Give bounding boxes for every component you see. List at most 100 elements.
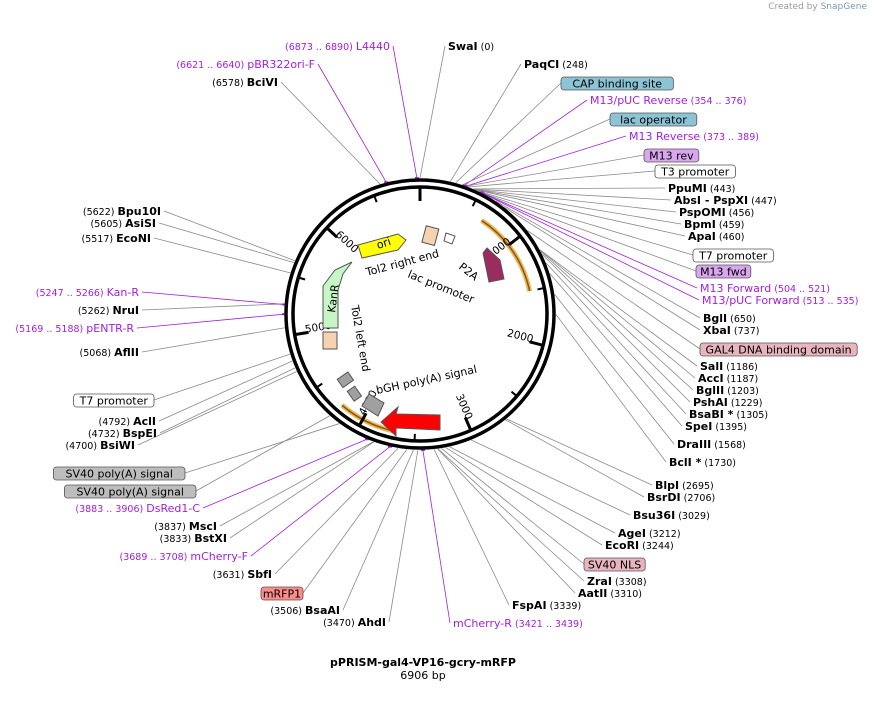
spei-name: SpeI bbox=[685, 420, 712, 433]
bsabi-text: BsaBI * (1305) bbox=[689, 408, 768, 421]
p2a-arrow bbox=[482, 247, 505, 283]
mcherry-f-text: (3689 .. 3708) mCherry-F bbox=[120, 550, 248, 563]
tick-mark-3000 bbox=[463, 416, 473, 431]
bcivi-label: (6578) BciVI bbox=[212, 76, 278, 89]
acci-leader bbox=[539, 249, 696, 379]
aflii-pos: (5068) bbox=[80, 348, 115, 359]
msci-leader bbox=[219, 441, 374, 527]
bgli-leader bbox=[495, 200, 701, 319]
aflii-text: (5068) AflII bbox=[80, 346, 139, 359]
msci-text: (3837) MscI bbox=[154, 520, 217, 533]
sali-pos: (1186) bbox=[723, 362, 758, 373]
bglii-leader bbox=[540, 251, 694, 391]
t7-promoter-feature-name: T7 promoter bbox=[79, 395, 149, 408]
blpi-label: BlpI (2695) bbox=[655, 479, 714, 492]
pshai-text: PshAI (1229) bbox=[693, 396, 762, 409]
l4440-name: L4440 bbox=[356, 40, 390, 53]
apai-leader bbox=[475, 189, 686, 237]
ahdi-label: (3470) AhdI bbox=[323, 616, 386, 629]
ecori-leader bbox=[445, 447, 603, 546]
bglii-label: BglII (1203) bbox=[696, 384, 759, 397]
apai-pos: (460) bbox=[716, 232, 745, 243]
mcherry-r-label: mCherry-R (3421 .. 3439) bbox=[453, 617, 583, 630]
pentr-r-leader bbox=[136, 313, 285, 329]
sbfi-label: (3631) SbfI bbox=[213, 568, 272, 581]
bsrdi-label: BsrDI (2706) bbox=[647, 491, 715, 504]
ppumi-pos: (443) bbox=[707, 184, 736, 195]
bcli-name: BclI bbox=[669, 456, 692, 469]
m13-rev-leader bbox=[466, 154, 645, 187]
draiii-leader bbox=[554, 294, 675, 445]
bsaai-label: (3506) BsaAI bbox=[270, 604, 340, 617]
fspai-pos: (3339) bbox=[547, 601, 582, 612]
bcivi-name: BciVI bbox=[247, 76, 278, 89]
absi-sep: - bbox=[701, 194, 713, 207]
kan-r-name: Kan-R bbox=[107, 286, 140, 299]
snapgene-credit: Created by SnapGene bbox=[768, 2, 867, 12]
bstxi-pos: (3833) bbox=[160, 534, 195, 545]
agei-text: AgeI (3212) bbox=[618, 527, 681, 540]
bsrdi-name: BsrDI bbox=[647, 491, 681, 504]
pshai-pos: (1229) bbox=[728, 398, 763, 409]
m13-forward-name: M13 Forward bbox=[700, 282, 771, 295]
fspai-leader bbox=[433, 449, 510, 606]
pentr-r-pos: (5169 .. 5188) bbox=[15, 324, 86, 335]
kan-r-pos: (5247 .. 5266) bbox=[36, 288, 107, 299]
lac-operator-feature-name: lac operator bbox=[620, 114, 687, 127]
mcherry-r-leader bbox=[422, 449, 451, 624]
tick-label-3000: 3000 bbox=[453, 392, 475, 421]
bpmi-leader bbox=[475, 189, 682, 225]
dsred1-c-leader bbox=[202, 438, 368, 509]
sv40-nls-feature-name: SV40 NLS bbox=[588, 559, 641, 572]
pbr322ori-f-name: pBR322ori-F bbox=[247, 58, 315, 71]
t7-promoter-feature-box bbox=[692, 248, 774, 263]
kanr-arrow bbox=[322, 261, 353, 329]
sali-label: SalI (1186) bbox=[700, 360, 758, 373]
mrfp1-label: mRFP1 bbox=[260, 586, 304, 601]
absi-name2: PspXI bbox=[713, 194, 748, 207]
ppumi-leader bbox=[473, 187, 666, 190]
blpi-text: BlpI (2695) bbox=[655, 479, 714, 492]
bgli-name: BglI bbox=[703, 312, 727, 325]
m13-rev-label: M13 rev bbox=[643, 148, 700, 163]
ecori-label: EcoRI (3244) bbox=[605, 539, 674, 552]
inner-features: ori KanR P2A Tol2 right end lac promoter… bbox=[322, 225, 505, 438]
ppumi-text: PpuMI (443) bbox=[668, 182, 735, 195]
xbai-text: XbaI (737) bbox=[703, 324, 759, 337]
sali-name: SalI bbox=[700, 360, 723, 373]
m13-puc-reverse-pos: (354 .. 376) bbox=[688, 96, 747, 107]
aflii-leader bbox=[141, 327, 285, 353]
bsaai-name: BsaAI bbox=[305, 604, 340, 617]
m13-puc-forward-text: M13/pUC Forward (513 .. 535) bbox=[702, 294, 858, 307]
gal4-dna-binding-domain-leader bbox=[527, 230, 701, 350]
t7-promoter-label: T7 promoter bbox=[73, 393, 155, 408]
ppumi-label: PpuMI (443) bbox=[668, 182, 735, 195]
swai-text: SwaI (0) bbox=[448, 40, 494, 53]
m13-puc-reverse-text: M13/pUC Reverse (354 .. 376) bbox=[590, 94, 746, 107]
pentr-r-name: pENTR-R bbox=[86, 322, 134, 335]
tick-mark-2000 bbox=[529, 340, 544, 347]
sali-text: SalI (1186) bbox=[700, 360, 758, 373]
agei-pos: (3212) bbox=[646, 529, 681, 540]
aflii-name: AflII bbox=[114, 346, 139, 359]
ahdi-text: (3470) AhdI bbox=[323, 616, 386, 629]
backbone-outer bbox=[284, 178, 556, 450]
lac-operator-label: lac operator bbox=[609, 112, 698, 127]
tick-mark-5500 bbox=[298, 276, 306, 281]
mcherry-f-pos: (3689 .. 3708) bbox=[120, 552, 191, 563]
bsabi-label: BsaBI * (1305) bbox=[689, 408, 768, 421]
paqci-pos: (248) bbox=[559, 60, 588, 71]
ecori-text: EcoRI (3244) bbox=[605, 539, 674, 552]
bsabi-star: * bbox=[724, 408, 734, 421]
tick-mark-1000 bbox=[508, 234, 522, 246]
bsrdi-text: BsrDI (2706) bbox=[647, 491, 715, 504]
pentr-r-text: (5169 .. 5188) pENTR-R bbox=[15, 322, 134, 335]
m13-reverse-text: M13 Reverse (373 .. 389) bbox=[629, 130, 759, 143]
bsiwi-label: (4700) BsiWI bbox=[65, 439, 135, 452]
absi-text: AbsI - PspXI (447) bbox=[674, 194, 777, 207]
sv40-poly-a-signal-leader bbox=[184, 423, 340, 474]
sv40-nls-feature-box bbox=[583, 557, 646, 572]
sv40-poly-a-signal-feature-name: SV40 poly(A) signal bbox=[76, 486, 183, 499]
bcli-pos: (1730) bbox=[701, 458, 736, 469]
